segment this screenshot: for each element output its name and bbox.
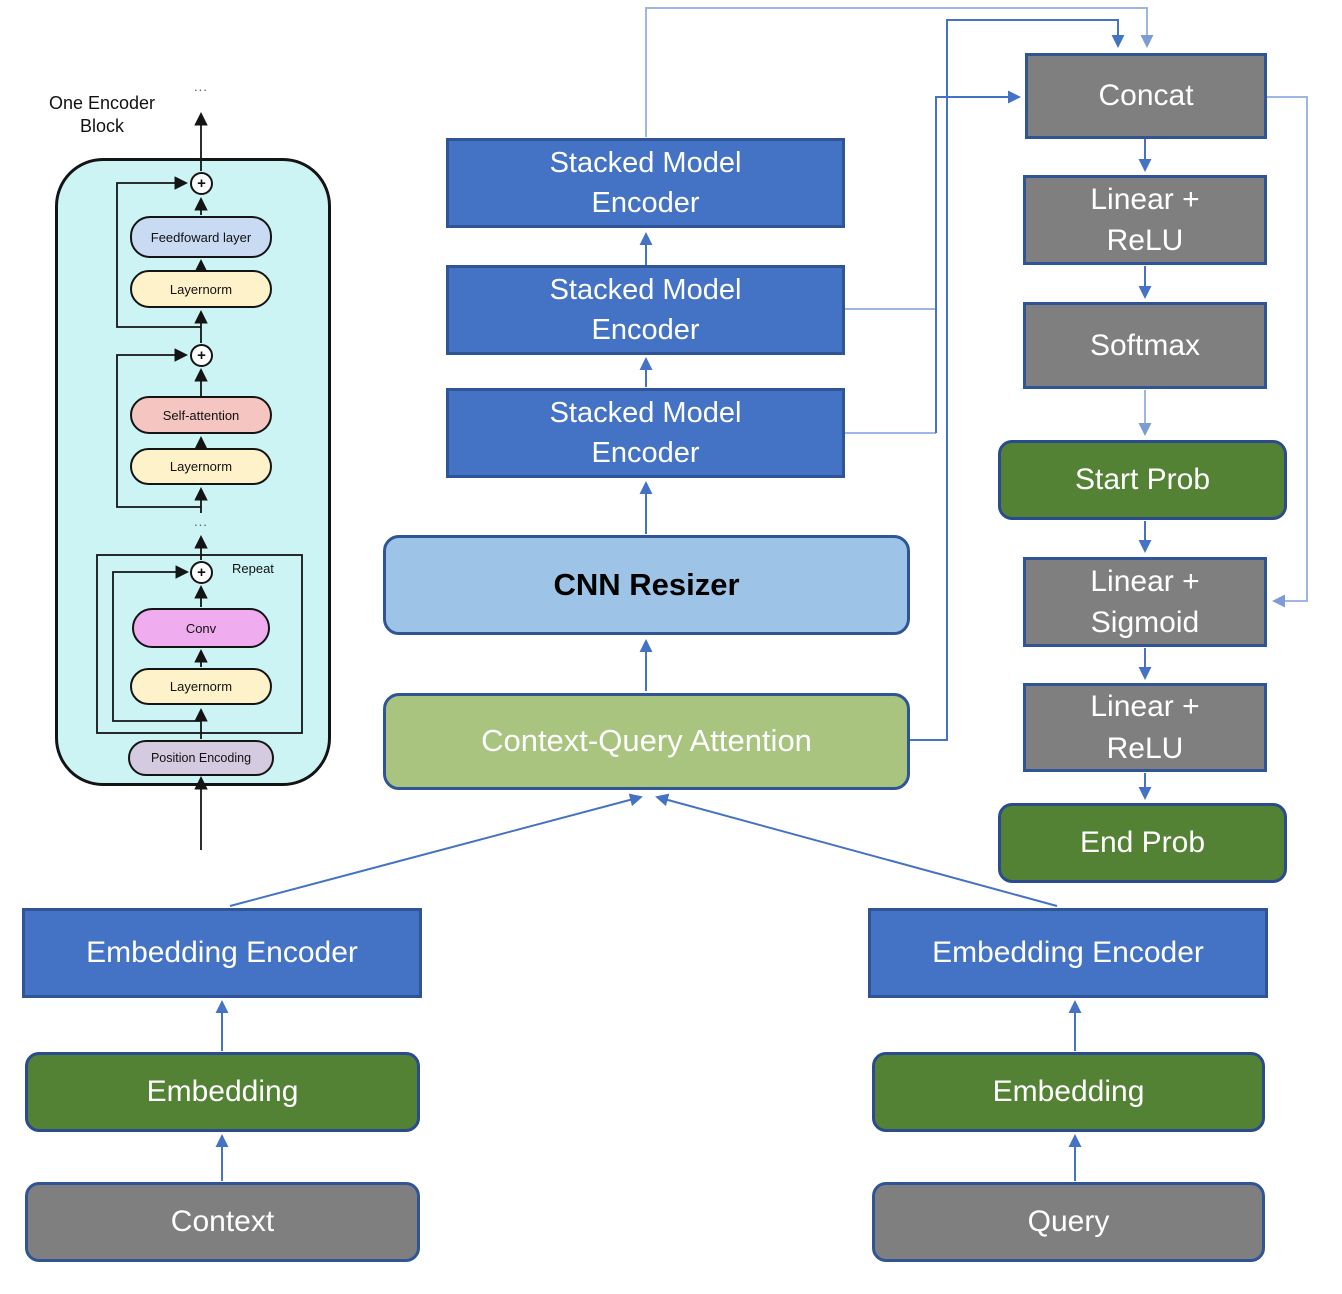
inset-dots-top: ... — [194, 79, 208, 94]
residual-add-icon: + — [190, 172, 213, 195]
inset-self-attention: Self-attention — [130, 396, 272, 434]
stacked-model-encoder-1: Stacked Model Encoder — [446, 138, 845, 228]
connector-right-encoder-to-cqa — [655, 793, 1058, 907]
concat: Concat — [1025, 53, 1267, 139]
connector-top-encoder-to-concat — [645, 7, 1154, 137]
end-prob: End Prob — [998, 803, 1287, 883]
inset-position-encoding: Position Encoding — [128, 740, 274, 776]
stacked-model-encoder-2: Stacked Model Encoder — [446, 265, 845, 355]
inset-layernorm-3: Layernorm — [130, 668, 272, 705]
connector-encoders-to-concat-left — [935, 90, 1021, 433]
inset-skip-connection-3 — [112, 565, 201, 722]
embedding-right: Embedding — [872, 1052, 1265, 1132]
connector-cqa-to-concat — [910, 19, 1125, 741]
embedding-left: Embedding — [25, 1052, 420, 1132]
connectors-inset — [96, 111, 303, 850]
stacked-model-encoder-3: Stacked Model Encoder — [446, 388, 845, 478]
inset-dots-middle: ... — [194, 514, 208, 529]
linear-relu-top: Linear + ReLU — [1023, 175, 1267, 265]
inset-conv: Conv — [132, 608, 270, 648]
query-input: Query — [872, 1182, 1265, 1262]
inset-skip-connection-2 — [116, 348, 201, 508]
inset-feedforward-layer: Feedfoward layer — [130, 216, 272, 258]
connector-left-encoder-to-cqa — [229, 793, 643, 907]
repeat-box — [96, 554, 303, 734]
connectors-blue — [215, 19, 1152, 1181]
context-input: Context — [25, 1182, 420, 1262]
linear-relu-bottom: Linear + ReLU — [1023, 683, 1267, 772]
embedding-encoder-left: Embedding Encoder — [22, 908, 422, 998]
linear-sigmoid: Linear + Sigmoid — [1023, 557, 1267, 647]
inset-layernorm-2: Layernorm — [130, 448, 272, 485]
start-prob: Start Prob — [998, 440, 1287, 520]
residual-add-icon: + — [190, 344, 213, 367]
connector-concat-to-linear-sigmoid — [1267, 96, 1308, 608]
inset-skip-connection-1 — [116, 176, 201, 328]
embedding-encoder-right: Embedding Encoder — [868, 908, 1268, 998]
connectors-light — [645, 7, 1308, 608]
inset-title: One Encoder Block — [48, 93, 156, 137]
inset-layernorm-1: Layernorm — [130, 270, 272, 308]
softmax: Softmax — [1023, 302, 1267, 389]
repeat-label: Repeat — [232, 561, 274, 576]
context-query-attention: Context-Query Attention — [383, 693, 910, 790]
residual-add-icon: + — [190, 561, 213, 584]
cnn-resizer: CNN Resizer — [383, 535, 910, 635]
